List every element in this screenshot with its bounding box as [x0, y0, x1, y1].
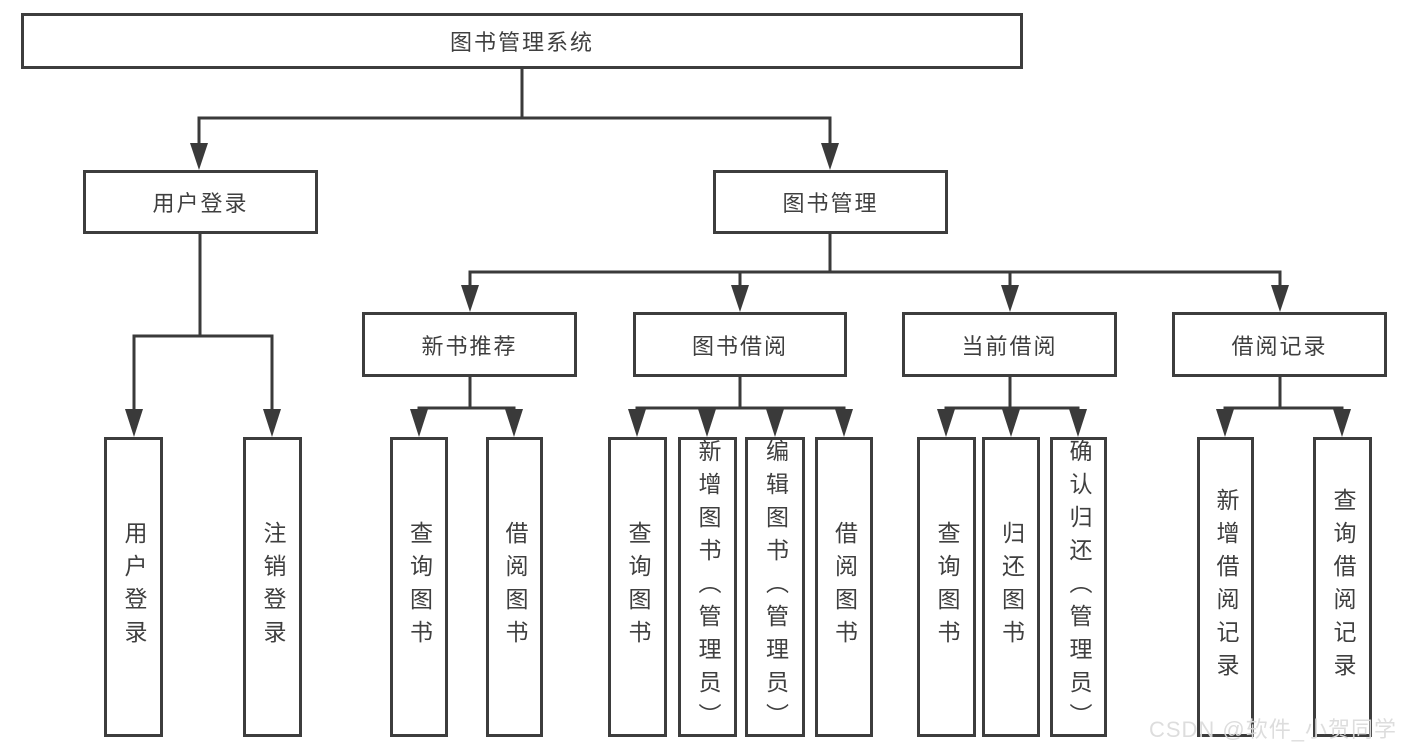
arrow-down-icon [1069, 409, 1087, 437]
arrow-down-icon [125, 409, 143, 437]
leaf-label: 编辑图书（管理员） [762, 438, 789, 736]
leaf-return-books: 归还图书 [982, 437, 1040, 737]
arrow-down-icon [1333, 409, 1351, 437]
connectors-book-borrow [628, 377, 853, 437]
node-user-login: 用户登录 [83, 170, 318, 234]
arrow-down-icon [410, 409, 428, 437]
leaf-label: 新增图书（管理员） [695, 438, 721, 736]
arrow-down-icon [835, 409, 853, 437]
arrow-down-icon [190, 143, 208, 170]
leaf-borrow-books: 借阅图书 [815, 437, 873, 737]
node-current-borrow-label: 当前借阅 [961, 333, 1058, 359]
connectors-root [190, 69, 839, 170]
arrow-down-icon [1216, 409, 1234, 437]
arrow-down-icon [1001, 285, 1019, 312]
connectors-user-login [125, 234, 281, 437]
arrow-down-icon [766, 409, 784, 437]
connectors-new-book-recommend [410, 377, 523, 437]
leaf-borrow-books-recommend: 借阅图书 [486, 437, 543, 737]
arrow-down-icon [731, 285, 749, 312]
arrow-down-icon [263, 409, 281, 437]
leaf-label: 用户登录 [121, 521, 147, 653]
leaf-label: 借阅图书 [831, 521, 858, 653]
arrow-down-icon [1271, 285, 1289, 312]
leaf-label: 查询图书 [934, 521, 960, 653]
arrow-down-icon [821, 143, 839, 170]
node-borrow-records: 借阅记录 [1172, 312, 1387, 377]
leaf-add-books-admin: 新增图书（管理员） [678, 437, 737, 737]
leaf-query-books-borrow: 查询图书 [608, 437, 667, 737]
leaf-confirm-return-admin: 确认归还（管理员） [1050, 437, 1107, 737]
leaf-label: 查询借阅记录 [1330, 488, 1356, 686]
leaf-query-books-recommend: 查询图书 [390, 437, 448, 737]
connectors-borrow-records [1216, 377, 1351, 437]
node-new-book-recommend: 新书推荐 [362, 312, 577, 377]
leaf-label: 新增借阅记录 [1213, 488, 1239, 686]
arrow-down-icon [698, 409, 716, 437]
leaf-label: 查询图书 [625, 521, 651, 653]
node-book-borrow: 图书借阅 [633, 312, 847, 377]
arrow-down-icon [937, 409, 955, 437]
watermark: CSDN @软件_小贺同学 [1148, 717, 1397, 742]
leaf-label: 注销登录 [260, 521, 286, 653]
node-user-login-label: 用户登录 [152, 191, 249, 216]
leaf-label: 查询图书 [406, 521, 433, 653]
node-book-management-label: 图书管理 [782, 191, 879, 216]
node-new-book-recommend-label: 新书推荐 [421, 333, 518, 359]
leaf-edit-books-admin: 编辑图书（管理员） [745, 437, 805, 737]
node-root: 图书管理系统 [21, 13, 1023, 69]
node-current-borrow: 当前借阅 [902, 312, 1117, 377]
arrow-down-icon [1002, 409, 1020, 437]
leaf-label: 确认归还（管理员） [1066, 438, 1092, 736]
leaf-add-borrow-record: 新增借阅记录 [1197, 437, 1254, 737]
leaf-query-borrow-record: 查询借阅记录 [1313, 437, 1372, 737]
leaf-label: 借阅图书 [502, 521, 528, 653]
node-book-borrow-label: 图书借阅 [691, 333, 788, 359]
arrow-down-icon [461, 285, 479, 312]
arrow-down-icon [505, 409, 523, 437]
arrow-down-icon [628, 409, 646, 437]
leaf-logout: 注销登录 [243, 437, 302, 737]
connectors-book-management [461, 234, 1289, 312]
node-borrow-records-label: 借阅记录 [1231, 333, 1328, 359]
connectors-current-borrow [937, 377, 1087, 437]
leaf-user-login: 用户登录 [104, 437, 163, 737]
leaf-query-books-current: 查询图书 [917, 437, 976, 737]
leaf-label: 归还图书 [998, 521, 1025, 653]
node-book-management: 图书管理 [713, 170, 948, 234]
node-root-label: 图书管理系统 [449, 30, 594, 55]
